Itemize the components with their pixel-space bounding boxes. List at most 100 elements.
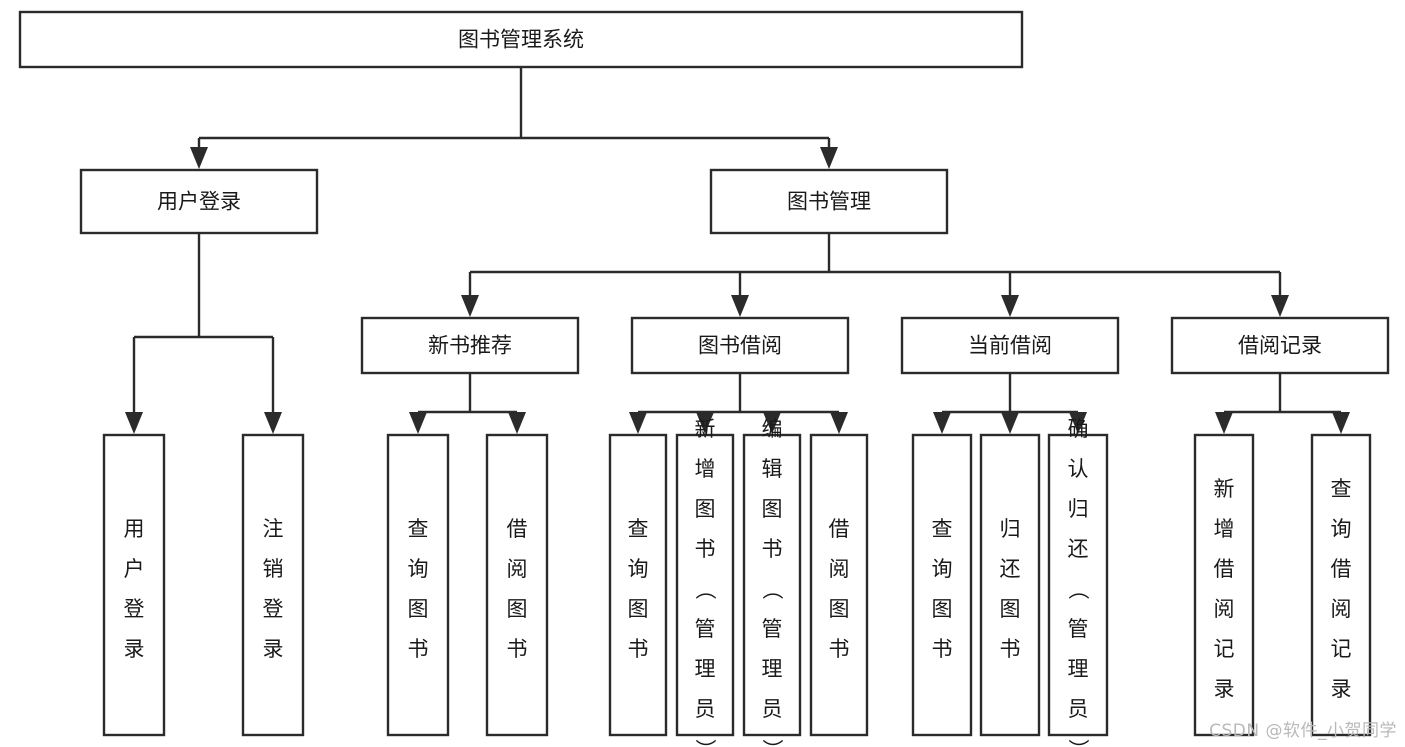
node-label-char: 还 (1000, 557, 1021, 581)
node-label-char: 确 (1068, 417, 1089, 441)
node-box-leaf-br-query-record (1310, 433, 1372, 737)
node-label-current-borrow: 当前借阅 (968, 334, 1052, 358)
node-label-char: 登 (124, 597, 145, 621)
node-label-char: 查 (628, 517, 649, 541)
arrow-head (1001, 412, 1019, 434)
node-label-char: 书 (829, 637, 850, 661)
node-label-char: 辑 (762, 457, 783, 481)
node-label-char: 理 (1068, 657, 1089, 681)
node-label-char: 阅 (1331, 597, 1352, 621)
node-box-leaf-rec-borrow-book (485, 433, 549, 737)
node-box-leaf-rec-query-book (386, 433, 450, 737)
arrow-head (731, 295, 749, 317)
node-box-borrow-record (1170, 316, 1390, 375)
node-label-char: 阅 (507, 557, 528, 581)
node-box-leaf-bb-add-book (675, 433, 735, 737)
node-label-char: 图 (628, 597, 649, 621)
node-label-char: ） (693, 739, 717, 747)
node-book-borrow[interactable]: 图书借阅 (630, 316, 850, 375)
node-root[interactable]: 图书管理系统 (18, 10, 1024, 69)
node-label-char: 编 (762, 417, 783, 441)
node-label-char: ） (1066, 739, 1090, 747)
node-label-char: 书 (932, 637, 953, 661)
node-label-char: 登 (263, 597, 284, 621)
arrow-head (1001, 295, 1019, 317)
node-box-new-book-rec (360, 316, 580, 375)
arrow-head (1069, 412, 1087, 434)
node-label-new-book-rec: 新书推荐 (428, 334, 512, 358)
arrow-head (763, 412, 781, 434)
arrow-head (1271, 295, 1289, 317)
node-current-borrow[interactable]: 当前借阅 (900, 316, 1120, 375)
node-label-char: 录 (124, 637, 145, 661)
node-label-char: （ (760, 579, 784, 600)
node-user-login[interactable]: 用户登录 (79, 168, 319, 235)
node-label-char: 借 (829, 517, 850, 541)
node-label-char: 询 (1331, 517, 1352, 541)
node-label-char: 员 (762, 697, 783, 721)
node-label-char: 记 (1214, 637, 1235, 661)
node-box-book-manage (709, 168, 949, 235)
node-label-char: （ (693, 579, 717, 600)
node-book-manage[interactable]: 图书管理 (709, 168, 949, 235)
node-box-book-borrow (630, 316, 850, 375)
node-label-char: 图 (695, 497, 716, 521)
node-borrow-record[interactable]: 借阅记录 (1170, 316, 1390, 375)
node-label-char: 书 (1000, 637, 1021, 661)
node-label-char: 增 (695, 457, 716, 481)
node-label-char: 书 (695, 537, 716, 561)
arrow-head (508, 412, 526, 434)
node-label-char: 新 (1214, 477, 1235, 501)
node-box-current-borrow (900, 316, 1120, 375)
node-label-book-borrow: 图书借阅 (698, 334, 782, 358)
arrow-head (696, 412, 714, 434)
node-label-char: 录 (263, 637, 284, 661)
arrow-head (461, 295, 479, 317)
node-label-char: 录 (1331, 677, 1352, 701)
node-label-char: 归 (1000, 517, 1021, 541)
node-label-char: 理 (695, 657, 716, 681)
node-label-char: 增 (1214, 517, 1235, 541)
node-box-leaf-bb-edit-book (742, 433, 802, 737)
arrow-head (409, 412, 427, 434)
node-box-leaf-user-login (102, 433, 166, 737)
arrow-head (125, 412, 143, 434)
node-label-char: 户 (124, 557, 145, 581)
node-label-char: 查 (1331, 477, 1352, 501)
node-label-char: 借 (1214, 557, 1235, 581)
node-label-char: 管 (762, 617, 783, 641)
node-label-char: 借 (507, 517, 528, 541)
node-label-user-login: 用户登录 (157, 190, 241, 214)
node-label-char: 查 (408, 517, 429, 541)
node-label-char: 管 (695, 617, 716, 641)
node-label-char: 询 (932, 557, 953, 581)
node-label-char: 员 (695, 697, 716, 721)
node-label-char: 图 (829, 597, 850, 621)
arrow-head (933, 412, 951, 434)
node-new-book-rec[interactable]: 新书推荐 (360, 316, 580, 375)
node-label-char: 询 (628, 557, 649, 581)
node-label-char: 书 (762, 537, 783, 561)
node-label-char: 书 (507, 637, 528, 661)
node-label-root: 图书管理系统 (458, 28, 584, 52)
node-label-char: ） (760, 739, 784, 747)
node-label-char: 认 (1068, 457, 1089, 481)
node-label-char: （ (1066, 579, 1090, 600)
node-leaf-user-login[interactable]: 用户登录 (102, 433, 166, 737)
node-label-char: 图 (762, 497, 783, 521)
node-label-char: 书 (628, 637, 649, 661)
node-label-book-manage: 图书管理 (787, 190, 871, 214)
